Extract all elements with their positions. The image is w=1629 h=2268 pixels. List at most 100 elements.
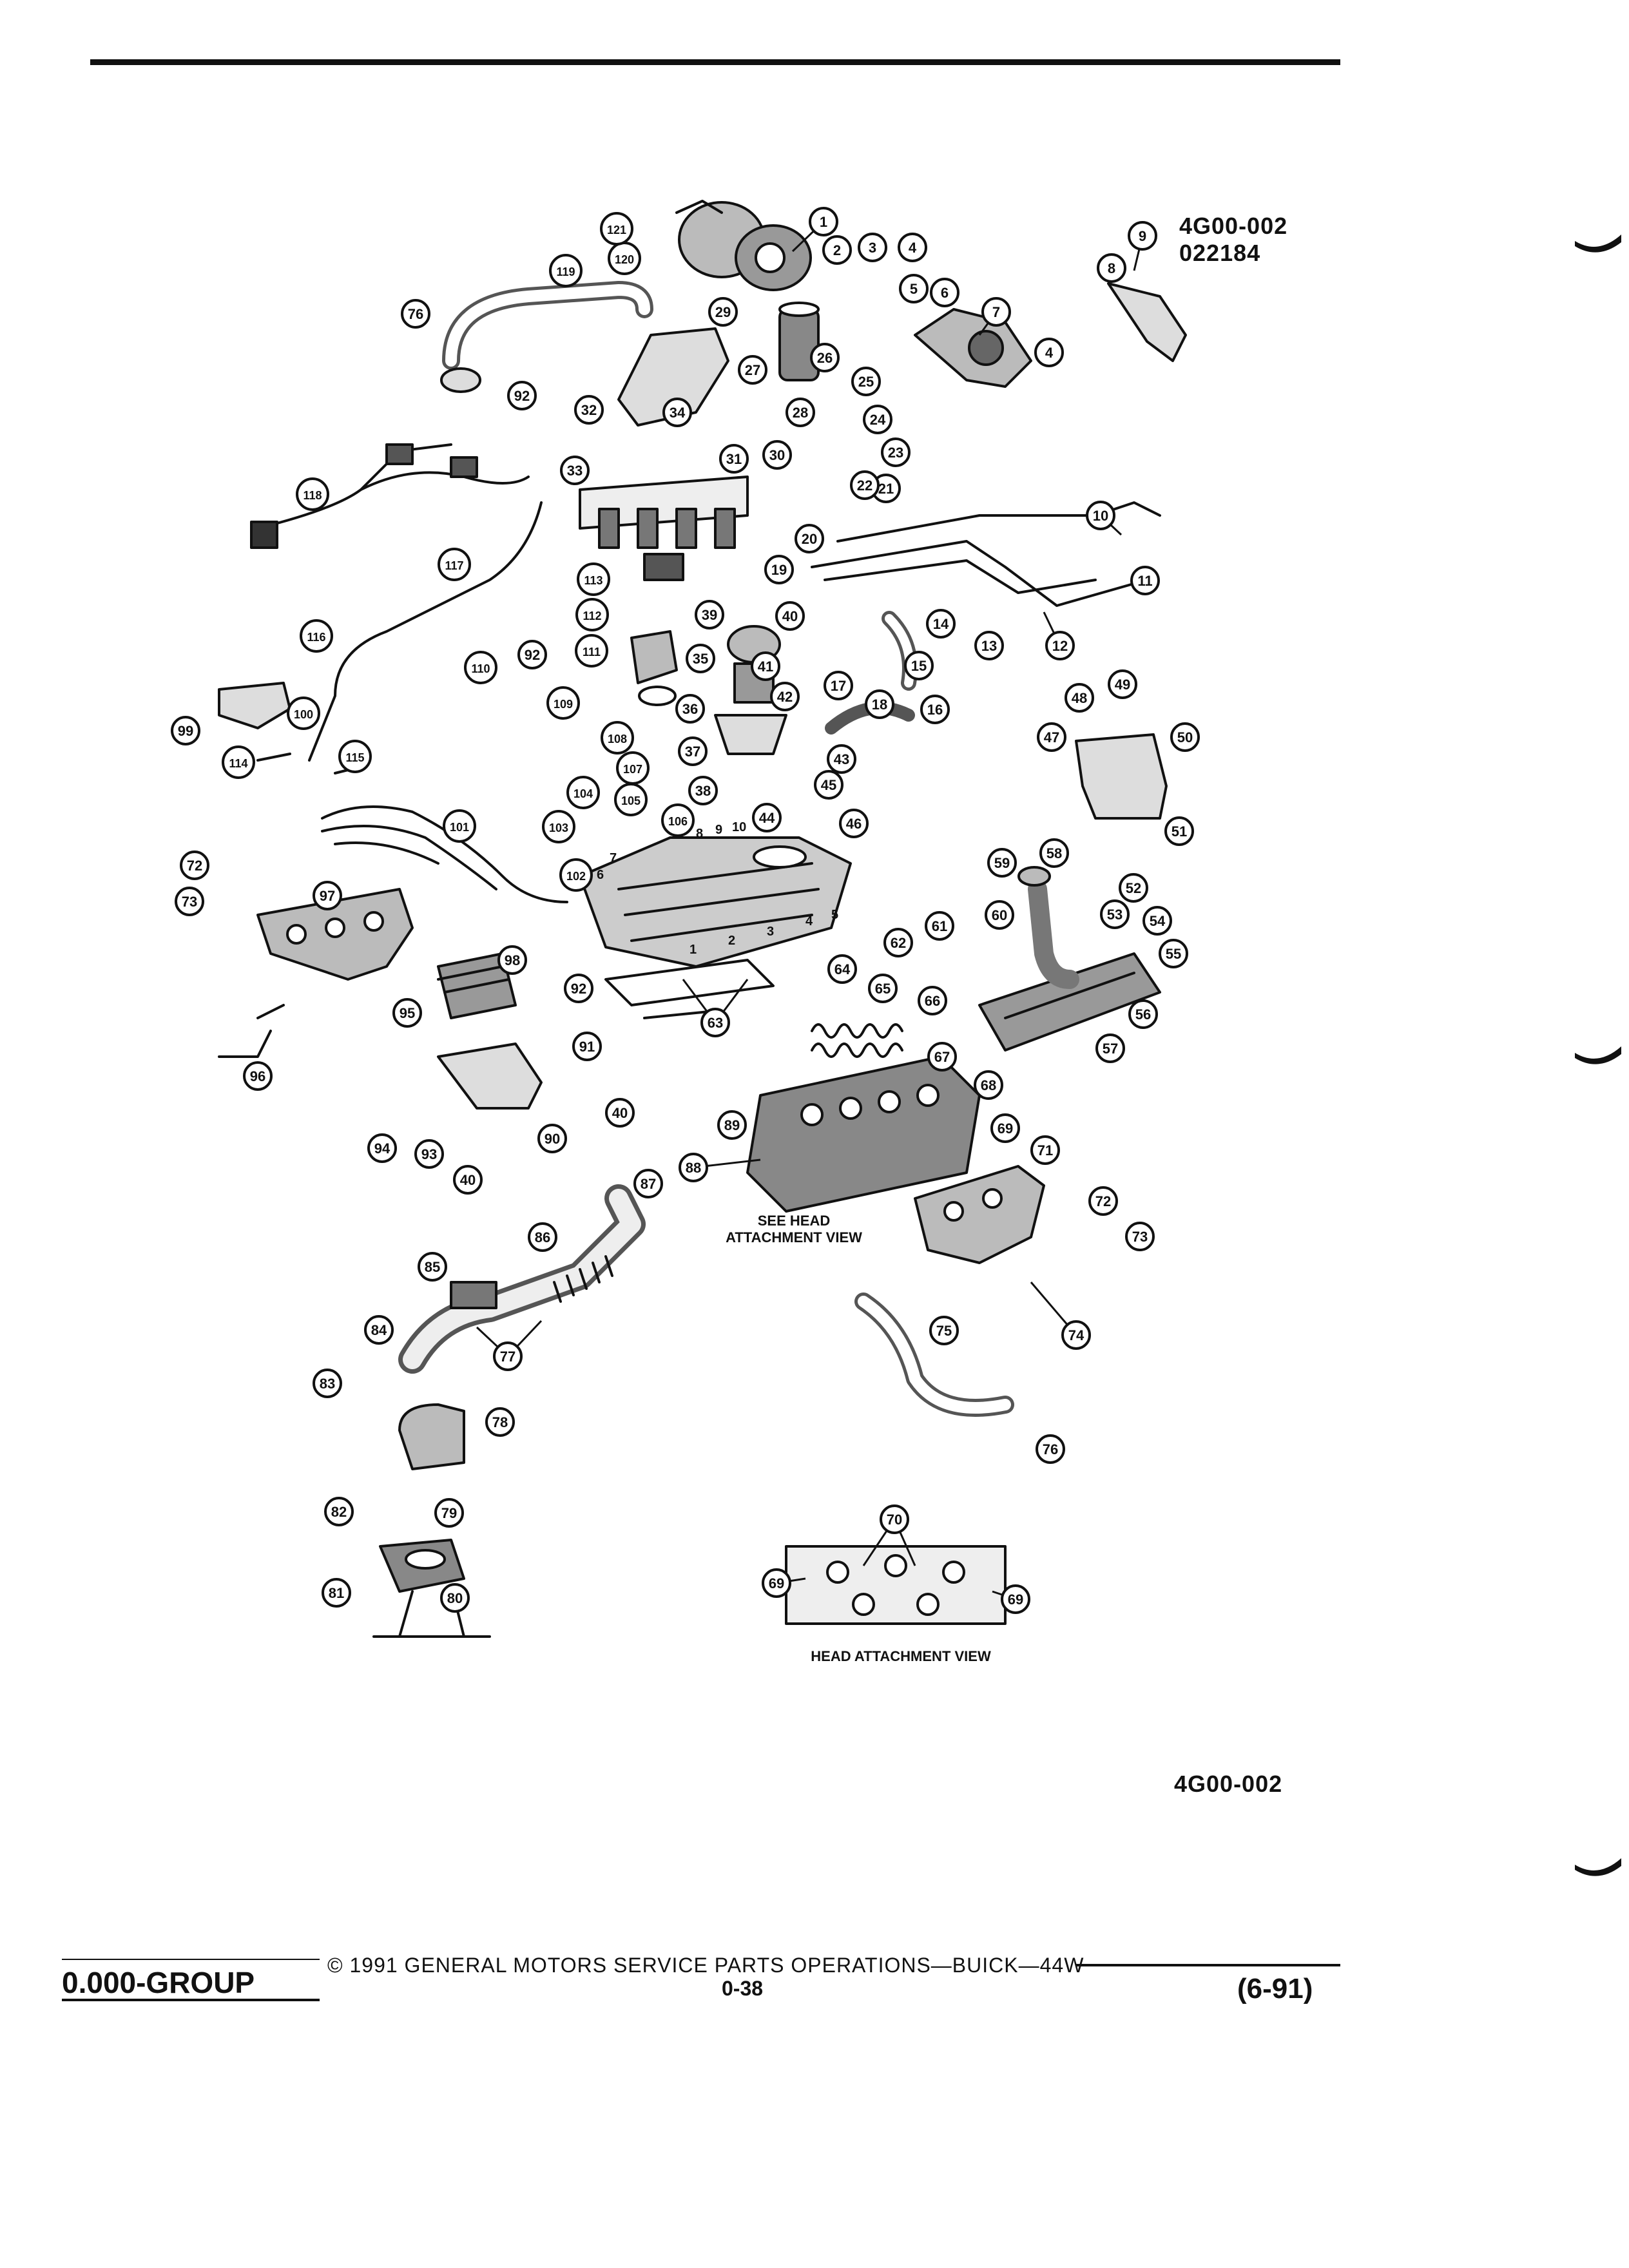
binder-hole-mark-bottom bbox=[1575, 1858, 1621, 1876]
callout-40: 40 bbox=[605, 1098, 635, 1128]
callout-number: 82 bbox=[331, 1504, 347, 1520]
callout-number: 20 bbox=[802, 531, 817, 547]
callout-number: 19 bbox=[771, 562, 787, 578]
callout-circle bbox=[981, 297, 1011, 327]
callout-circle bbox=[507, 381, 537, 410]
idle-air-valve bbox=[630, 630, 678, 706]
callout-circle bbox=[708, 297, 738, 327]
callout-number: 64 bbox=[834, 961, 851, 977]
callout-circle bbox=[537, 1124, 567, 1153]
callout-12: 12 bbox=[1045, 631, 1075, 660]
callout-110: 110 bbox=[464, 651, 497, 684]
callout-circle bbox=[1100, 899, 1130, 929]
callout-number: 21 bbox=[878, 481, 894, 497]
callout-65: 65 bbox=[868, 974, 898, 1003]
callout-74: 74 bbox=[1061, 1320, 1091, 1350]
callout-92: 92 bbox=[517, 640, 547, 669]
callout-number: 37 bbox=[685, 744, 700, 760]
valve-springs bbox=[811, 1023, 903, 1058]
callout-number: 101 bbox=[450, 821, 469, 834]
callout-circle bbox=[719, 444, 749, 474]
callout-circle bbox=[881, 437, 911, 467]
callout-number: 86 bbox=[535, 1229, 550, 1245]
callout-number: 121 bbox=[607, 224, 626, 236]
callout-92: 92 bbox=[507, 381, 537, 410]
callout-119: 119 bbox=[549, 254, 583, 287]
callout-42: 42 bbox=[770, 682, 800, 711]
callout-circle bbox=[1119, 873, 1148, 903]
callout-47: 47 bbox=[1037, 722, 1066, 752]
callout-circle bbox=[929, 1316, 959, 1345]
callout-45: 45 bbox=[814, 770, 843, 800]
callout-18: 18 bbox=[865, 689, 894, 719]
callout-number: 94 bbox=[374, 1140, 390, 1157]
callout-15: 15 bbox=[904, 651, 934, 680]
callout-circle bbox=[898, 233, 927, 262]
port-label: 2 bbox=[728, 934, 735, 948]
callout-circle bbox=[1088, 1186, 1118, 1216]
callout-circle bbox=[364, 1315, 394, 1345]
callout-circle bbox=[762, 440, 792, 470]
callout-circle bbox=[858, 233, 887, 262]
callout-number: 95 bbox=[400, 1005, 415, 1021]
callout-number: 33 bbox=[567, 463, 583, 479]
callout-2: 2 bbox=[822, 235, 852, 265]
callout-circle bbox=[904, 651, 934, 680]
callout-circle bbox=[1095, 1033, 1125, 1063]
callout-number: 119 bbox=[556, 265, 575, 278]
callout-circle bbox=[827, 744, 856, 774]
callout-58: 58 bbox=[1039, 838, 1069, 868]
callout-circle bbox=[1128, 221, 1157, 251]
callout-43: 43 bbox=[827, 744, 856, 774]
engine-exploded-diagram: 1234567489101112131415161718192021222324… bbox=[171, 200, 1200, 1664]
callout-number: 31 bbox=[726, 451, 742, 467]
callout-108: 108 bbox=[601, 721, 634, 754]
callout-circle bbox=[517, 640, 547, 669]
callout-number: 100 bbox=[294, 708, 313, 721]
callout-16: 16 bbox=[920, 695, 950, 724]
callout-number: 91 bbox=[579, 1039, 595, 1055]
callout-number: 97 bbox=[320, 888, 335, 904]
callout-113: 113 bbox=[577, 562, 610, 596]
callout-number: 2 bbox=[833, 242, 841, 258]
callout-number: 63 bbox=[708, 1015, 723, 1031]
callout-circle bbox=[434, 1498, 464, 1528]
attachment-view-label: ATTACHMENT VIEW bbox=[726, 1229, 862, 1245]
callout-number: 56 bbox=[1135, 1006, 1151, 1023]
callout-7: 7 bbox=[981, 297, 1011, 327]
callout-number: 73 bbox=[1132, 1229, 1148, 1245]
callout-93: 93 bbox=[414, 1139, 444, 1169]
top-rule bbox=[90, 59, 1340, 65]
callout-number: 57 bbox=[1103, 1041, 1118, 1057]
callout-circle bbox=[287, 697, 320, 730]
callout-68: 68 bbox=[974, 1070, 1003, 1100]
callout-number: 66 bbox=[925, 993, 940, 1009]
turbo-support-bracket bbox=[617, 327, 729, 427]
callout-circle bbox=[1128, 999, 1158, 1029]
callout-circle bbox=[401, 299, 430, 329]
callout-circle bbox=[717, 1110, 747, 1140]
callout-82: 82 bbox=[324, 1497, 354, 1526]
callout-circle bbox=[786, 398, 815, 427]
callout-circle bbox=[493, 1341, 523, 1371]
footer-group-label: 0.000-GROUP bbox=[62, 1966, 255, 1999]
callout-number: 52 bbox=[1126, 880, 1141, 896]
callout-98: 98 bbox=[497, 945, 527, 975]
callout-55: 55 bbox=[1159, 939, 1188, 968]
callout-number: 80 bbox=[447, 1590, 463, 1606]
callout-118: 118 bbox=[296, 477, 329, 511]
callout-circle bbox=[883, 928, 913, 957]
callout-number: 16 bbox=[927, 702, 943, 718]
ignition-bracket bbox=[437, 1043, 543, 1110]
port-label: 4 bbox=[805, 914, 813, 928]
callout-circle bbox=[574, 395, 604, 425]
callout-75: 75 bbox=[929, 1316, 959, 1345]
callout-121: 121 bbox=[600, 212, 633, 245]
sensor-pieces bbox=[218, 753, 362, 1058]
callout-112: 112 bbox=[575, 598, 609, 631]
callout-circle bbox=[222, 745, 255, 779]
callout-circle bbox=[1036, 1434, 1065, 1464]
callout-circle bbox=[418, 1252, 447, 1282]
callout-number: 118 bbox=[303, 489, 322, 502]
